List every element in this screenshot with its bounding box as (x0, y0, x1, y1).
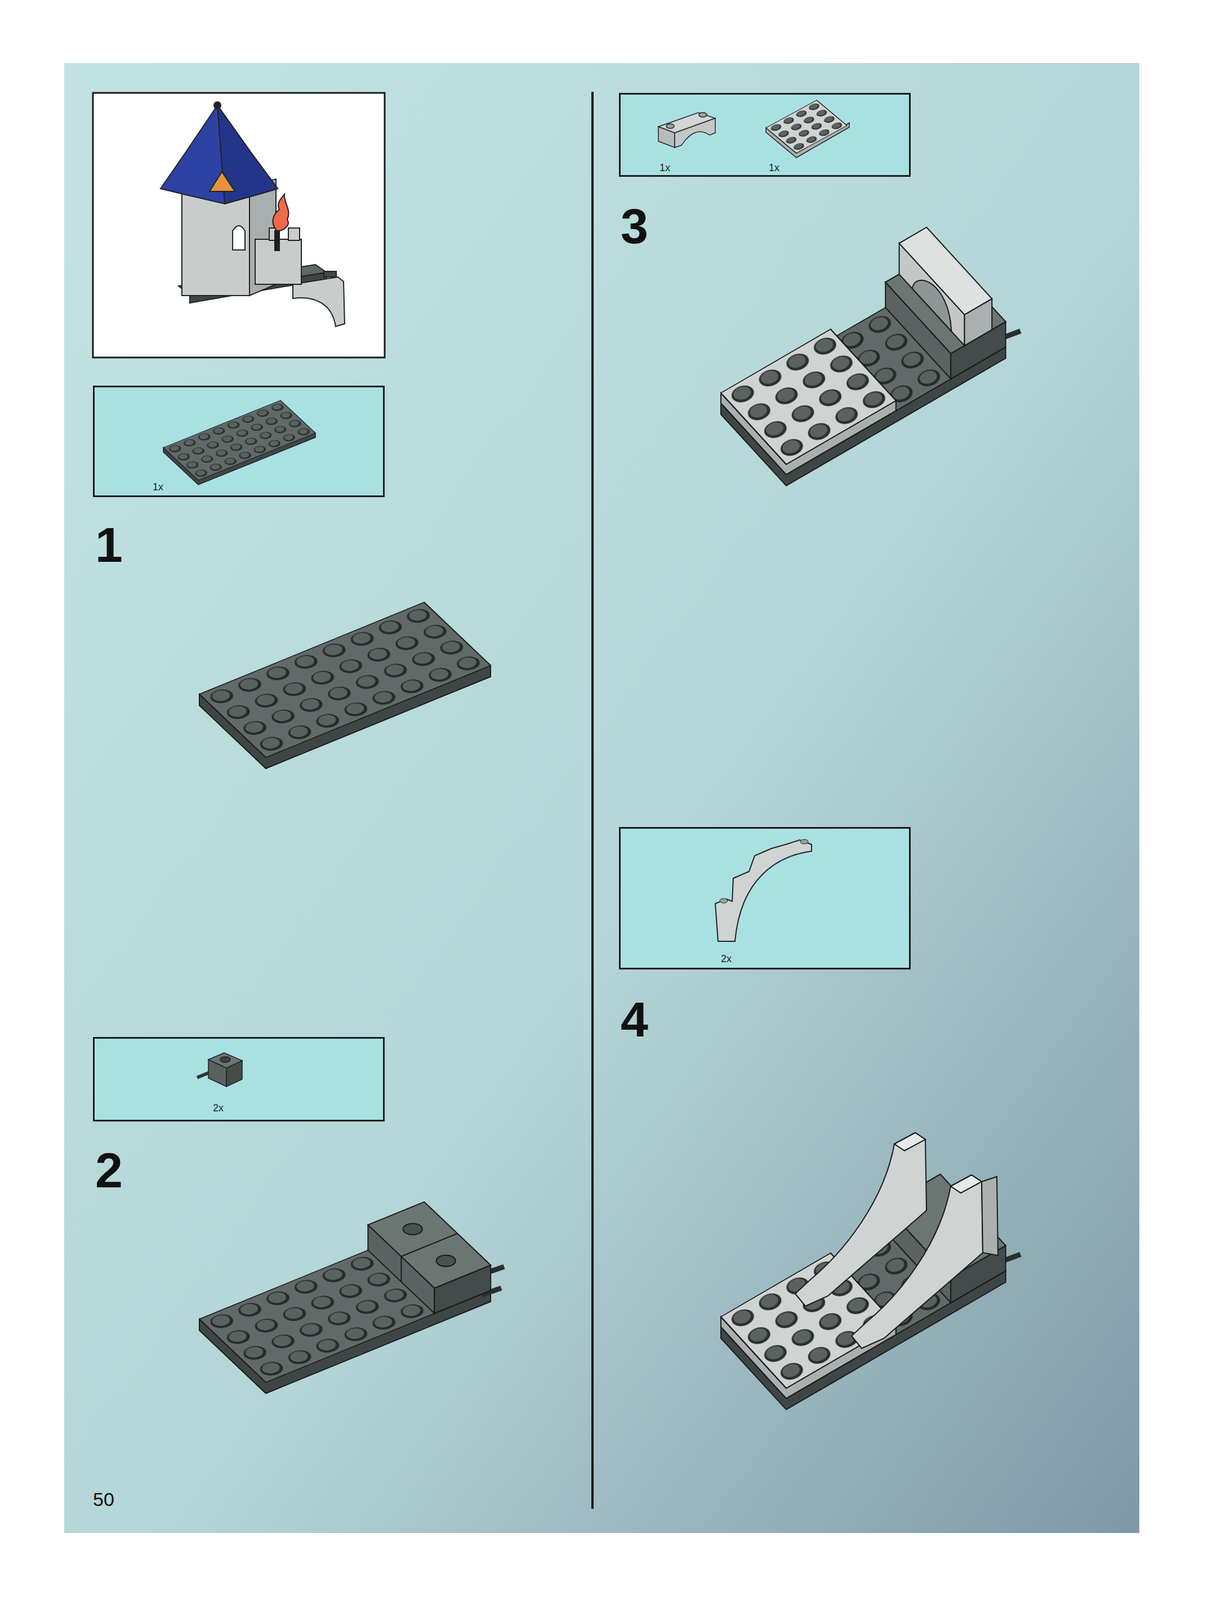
part-arch (658, 112, 716, 148)
page-background (64, 63, 1140, 1534)
parts-callout-box: 1x 1x (618, 92, 911, 177)
step-model (720, 227, 1021, 487)
preview-box (92, 92, 385, 358)
part-plate (765, 100, 850, 158)
parts-callout-box: 2x (92, 1037, 385, 1122)
step-model (199, 1202, 505, 1394)
step-number: 4 (620, 995, 649, 1045)
step-number: 3 (620, 201, 649, 252)
part-brick (197, 1053, 243, 1087)
part-count: 1x (768, 162, 780, 175)
parts-callout-box: 2x (618, 827, 911, 970)
page-number: 50 (92, 1490, 115, 1510)
parts-callout-box: 1x (92, 385, 385, 498)
column-divider (591, 91, 594, 1510)
part-count: 2x (720, 953, 732, 966)
step-model (199, 602, 491, 769)
step-number: 1 (95, 520, 123, 570)
part-count: 1x (659, 162, 671, 175)
part-arch (715, 839, 812, 942)
part-count: 1x (152, 481, 164, 494)
part-count: 2x (212, 1102, 224, 1116)
tower-preview (160, 101, 345, 327)
step-number: 2 (95, 1146, 123, 1196)
step-model (720, 1133, 1021, 1411)
part-plate (163, 400, 316, 485)
